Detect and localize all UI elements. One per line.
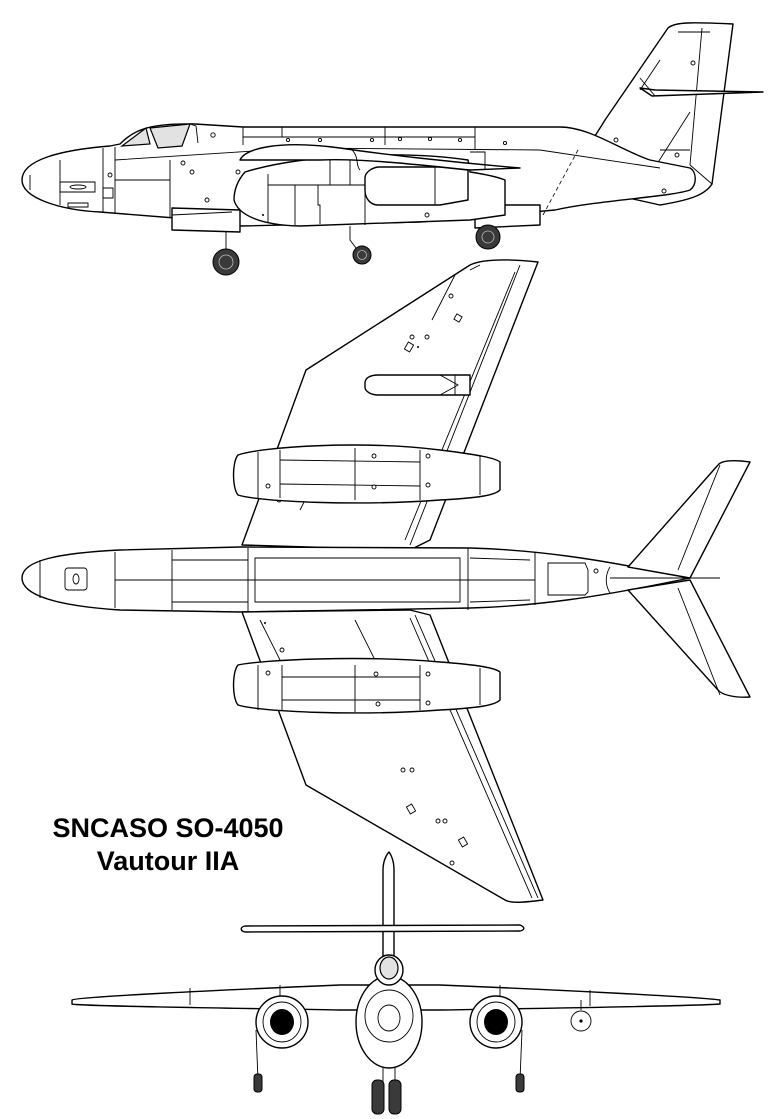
top-view-fuselage (21, 546, 720, 613)
front-view-engines (255, 995, 523, 1049)
front-view-fuselage (355, 954, 423, 1069)
title-variant: Vautour IIA (96, 846, 240, 876)
side-view-landing-gear (212, 224, 501, 276)
top-view-tailplane (627, 460, 751, 698)
side-view-drawing (21, 22, 764, 276)
front-view-store (570, 1000, 592, 1032)
front-view-landing-gear (253, 1029, 525, 1115)
title-designation: SNCASO SO-4050 (52, 813, 284, 843)
top-view-upper-nacelle (232, 444, 501, 504)
top-view-drawing (21, 259, 751, 903)
aircraft-title: SNCASO SO-4050 Vautour IIA (18, 812, 318, 878)
top-view-lower-nacelle (232, 657, 501, 714)
side-view-engine-nacelle (233, 144, 521, 227)
